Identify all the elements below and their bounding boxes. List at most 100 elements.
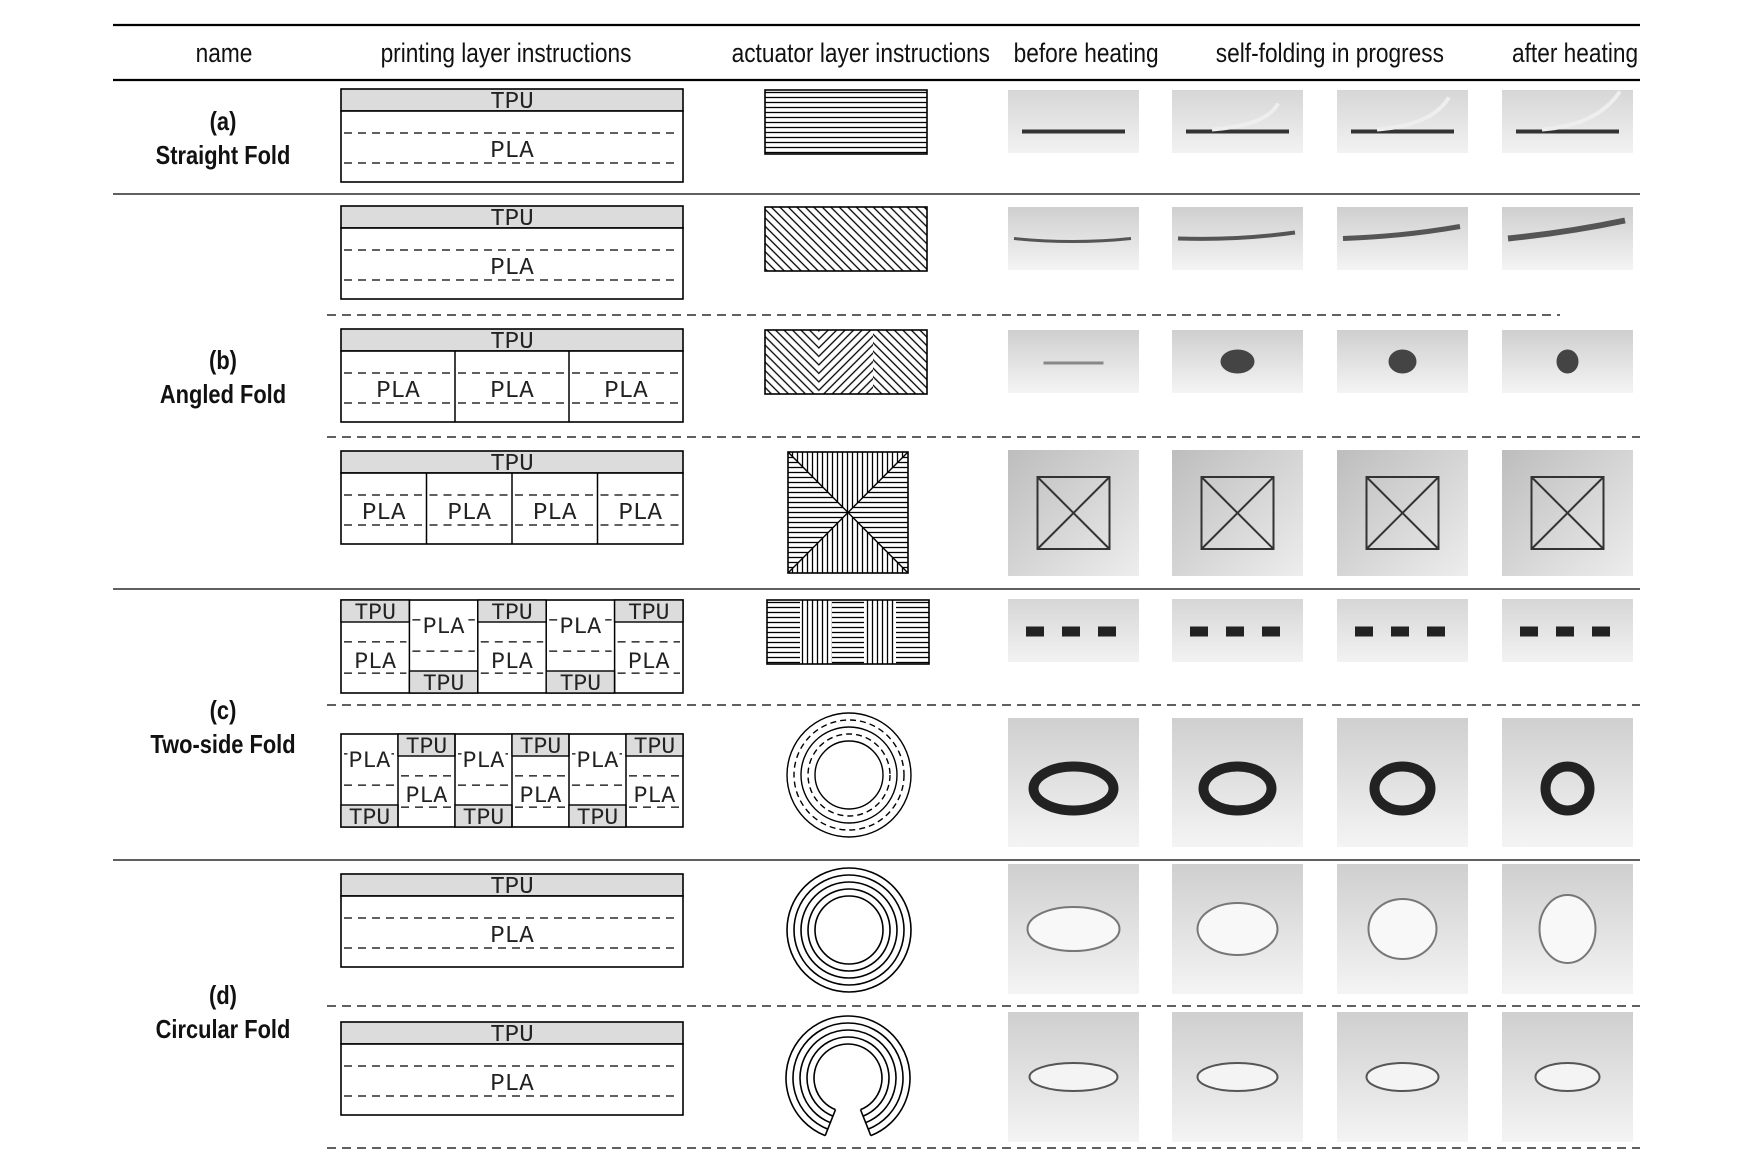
- photo-c1-3: [1502, 599, 1633, 662]
- photo-b2-2: [1337, 330, 1468, 393]
- tpu-label: TPU: [491, 600, 532, 626]
- printing-a: TPU PLA: [340, 88, 684, 183]
- header-name: name: [195, 38, 253, 68]
- row-c-letter: (c): [209, 695, 237, 725]
- photo-b3-2: [1337, 450, 1468, 576]
- pla-label: PLA: [490, 255, 534, 282]
- actuator-c2-segmented-ring: [786, 712, 912, 838]
- photo-d2-2: [1337, 1012, 1468, 1142]
- tpu-label: TPU: [354, 600, 395, 626]
- tpu-label: TPU: [490, 206, 533, 233]
- pla-label: PLA: [634, 783, 676, 809]
- pla-label: PLA: [520, 783, 562, 809]
- tpu-label: TPU: [349, 805, 390, 831]
- tpu-layer: [625, 733, 684, 757]
- row-d-name: Circular Fold: [155, 1014, 291, 1044]
- row-c-name: Two-side Fold: [150, 729, 296, 759]
- pla-label: PLA: [560, 614, 602, 640]
- tpu-label: TPU: [490, 89, 533, 116]
- actuator-d1-concentric-rings: [786, 867, 912, 993]
- photo-d2-0: [1008, 1012, 1139, 1142]
- row-d-letter: (d): [209, 980, 237, 1010]
- photo-b1-2: [1337, 207, 1468, 270]
- tpu-label: TPU: [634, 734, 675, 760]
- pla-label: PLA: [376, 378, 420, 405]
- tpu-label: TPU: [406, 734, 447, 760]
- tpu-label: TPU: [560, 671, 601, 697]
- pla-label: PLA: [491, 649, 533, 675]
- tpu-layer: [613, 599, 684, 623]
- tpu-label: TPU: [520, 734, 561, 760]
- pla-label: PLA: [577, 748, 619, 774]
- pla-label: PLA: [604, 378, 648, 405]
- photo-a-2: [1337, 90, 1468, 153]
- actuator-d2-concentric-arcs: [785, 1015, 911, 1137]
- photo-c2-3: [1502, 718, 1633, 847]
- actuator-b2-chevron-lines: [764, 329, 928, 395]
- photo-b2-1: [1172, 330, 1303, 393]
- photo-c2-0: [1008, 718, 1139, 847]
- pla-label: PLA: [490, 923, 534, 950]
- photo-panels: [1008, 90, 1633, 1142]
- pla-label: PLA: [619, 500, 663, 527]
- tpu-label: TPU: [490, 329, 533, 356]
- header-printing-layer: printing layer instructions: [380, 38, 632, 68]
- photo-b2-0: [1008, 330, 1139, 393]
- pla-label: PLA: [490, 378, 534, 405]
- pla-layer: [340, 227, 684, 300]
- pla-label: PLA: [448, 500, 492, 527]
- photo-a-1: [1172, 90, 1303, 153]
- photo-b1-0: [1008, 207, 1139, 270]
- table-rules: [113, 23, 1640, 1149]
- pla-label: PLA: [423, 614, 465, 640]
- actuator-c1-mixed-lines: [766, 599, 930, 665]
- photo-c2-2: [1337, 718, 1468, 847]
- pla-label: PLA: [362, 500, 406, 527]
- tpu-label: TPU: [463, 805, 504, 831]
- pla-label: PLA: [628, 649, 670, 675]
- photo-c2-1: [1172, 718, 1303, 847]
- row-a-name: Straight Fold: [155, 140, 291, 170]
- pla-label: PLA: [490, 138, 534, 165]
- photo-b3-1: [1172, 450, 1303, 576]
- photo-c1-2: [1337, 599, 1468, 662]
- pla-label: PLA: [354, 649, 396, 675]
- actuator-b3-pyramid-lines: [787, 451, 909, 574]
- row-a-letter: (a): [209, 106, 237, 136]
- photo-d1-3: [1502, 864, 1633, 994]
- tpu-label: TPU: [628, 600, 669, 626]
- header-before-heating: before heating: [1013, 38, 1159, 68]
- pla-label: PLA: [406, 783, 448, 809]
- photo-b3-3: [1502, 450, 1633, 576]
- printing-b1: TPU PLA: [340, 205, 684, 300]
- printing-d1: TPU PLA: [340, 873, 684, 968]
- photo-c1-1: [1172, 599, 1303, 662]
- actuator-b1-diagonal-lines: [764, 206, 928, 272]
- photo-c1-0: [1008, 599, 1139, 662]
- actuator-a-horizontal-lines: [764, 89, 928, 155]
- photo-b1-1: [1172, 207, 1303, 270]
- tpu-label: TPU: [577, 805, 618, 831]
- photo-d1-2: [1337, 864, 1468, 994]
- pla-label: PLA: [463, 748, 505, 774]
- row-a-label: (a) Straight Fold: [139, 104, 307, 172]
- photo-d2-1: [1172, 1012, 1303, 1142]
- photo-a-3: [1502, 90, 1633, 153]
- header-actuator-layer: actuator layer instructions: [731, 38, 991, 68]
- row-d-label: (d) Circular Fold: [139, 978, 307, 1046]
- photo-b2-3: [1502, 330, 1633, 393]
- photo-d1-0: [1008, 864, 1139, 994]
- header-after-heating: after heating: [1512, 38, 1639, 68]
- tpu-label: TPU: [423, 671, 464, 697]
- row-c-label: (c) Two-side Fold: [139, 693, 307, 761]
- printing-c1: TPU PLA TPU PLA TPU PLA TPU PLA TPU PLA: [340, 599, 684, 697]
- tpu-label: TPU: [490, 874, 533, 901]
- row-b-letter: (b): [209, 345, 237, 375]
- photo-d1-1: [1172, 864, 1303, 994]
- photo-a-0: [1008, 90, 1139, 153]
